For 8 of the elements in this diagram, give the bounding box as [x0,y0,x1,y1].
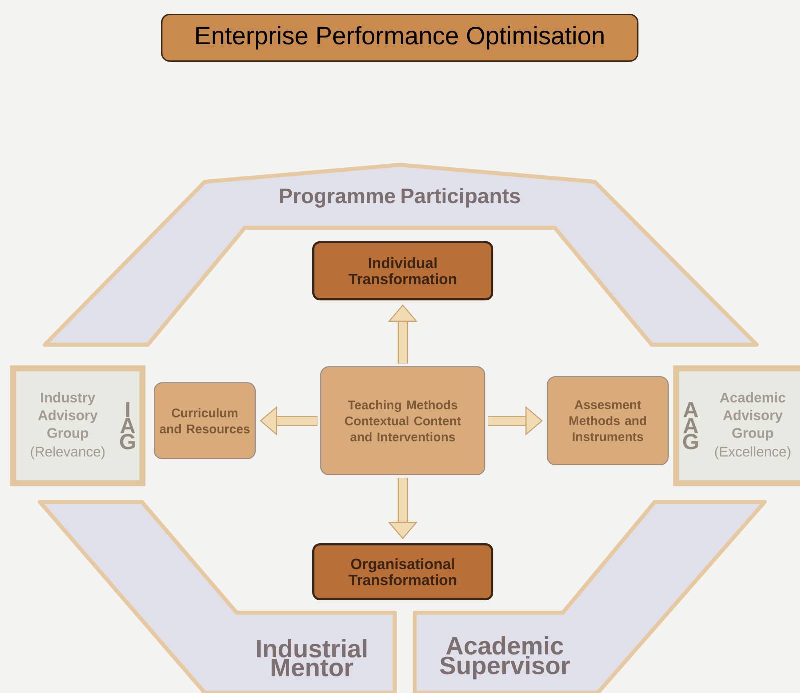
process-box: Curriculum and Resources [154,382,256,460]
outcome-box: Organisational Transformation [312,543,494,601]
process-box: Teaching Methods Contextual Content and Interventions [320,366,486,476]
advisory-group-box: I A G Industry Advisory Group (Relevance) [10,366,146,486]
process-box: Assesment Methods and Instruments [547,376,669,466]
outcome-box: Individual Transformation [312,241,494,301]
title-box: Enterprise Performance Optimisation [161,14,639,62]
advisory-group-box: A A G Academic Advisory Group (Excellence) [673,366,800,486]
